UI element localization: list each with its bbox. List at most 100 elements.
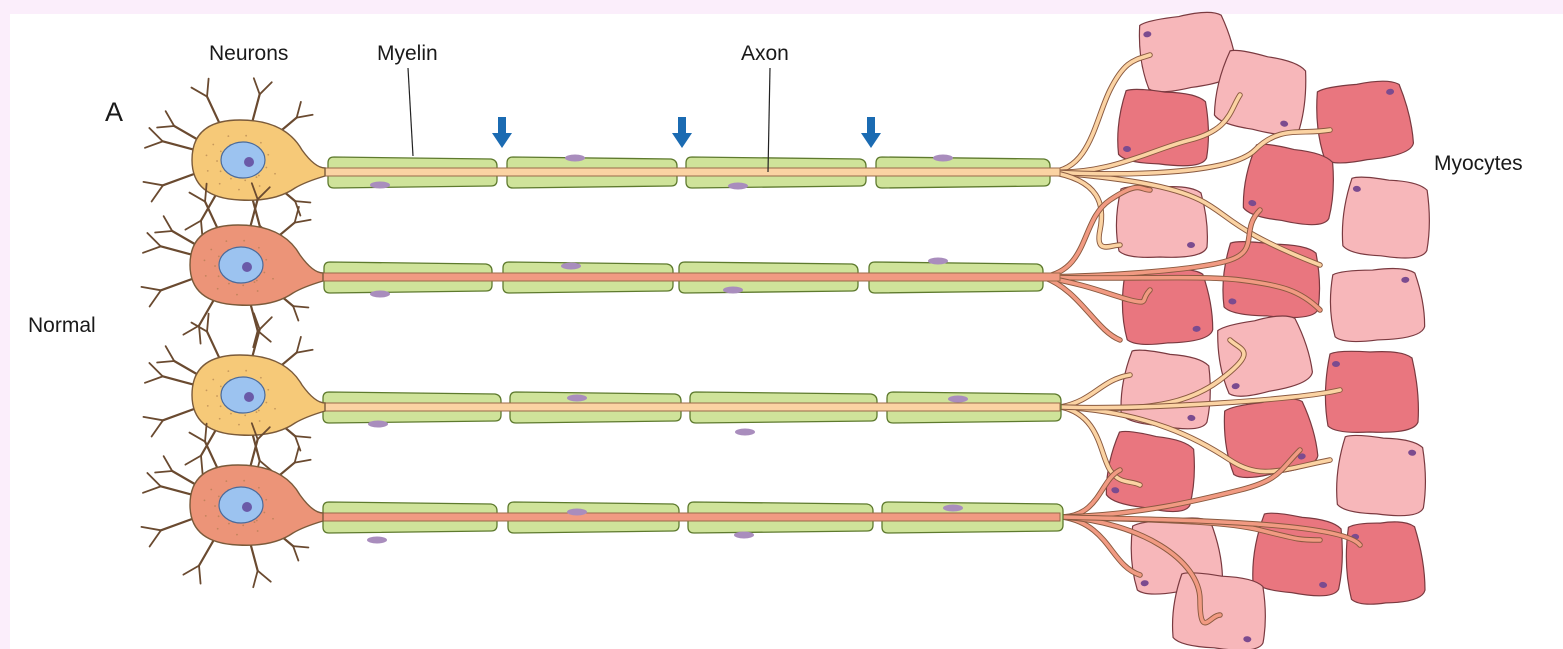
dendrite-branch: [150, 290, 161, 306]
dendrite-branch: [295, 220, 311, 223]
myocyte: [1211, 47, 1314, 139]
dendrite-branch: [145, 141, 163, 147]
schwann-nucleus: [734, 532, 754, 539]
dendrite-branch: [189, 193, 205, 202]
dendrite-branch: [293, 546, 308, 547]
soma-texture-dot: [230, 413, 232, 415]
soma-texture-dot: [256, 176, 258, 178]
soma-texture-dot: [265, 167, 267, 169]
soma-texture-dot: [220, 170, 222, 172]
soma-texture-dot: [204, 259, 206, 261]
soma-texture-dot: [256, 280, 258, 282]
soma-texture-dot: [244, 179, 246, 181]
soma-texture-dot: [212, 144, 214, 146]
dendrite-branch: [183, 566, 199, 575]
dendrite-branch: [166, 346, 175, 361]
node-of-ranvier-arrow: [861, 117, 881, 148]
neuron-nucleus: [221, 377, 265, 413]
myocyte: [1170, 571, 1270, 649]
dendrite-branch: [152, 185, 163, 201]
myocyte-body: [1211, 47, 1314, 139]
dendrite-branch: [199, 566, 201, 584]
soma-texture-dot: [218, 275, 220, 277]
dendrite-branch: [293, 546, 298, 560]
myocyte: [1312, 77, 1415, 166]
soma-texture-dot: [214, 505, 216, 507]
dendrite-branch: [191, 88, 207, 97]
dendrite-branch: [253, 571, 257, 588]
axon-row: [315, 258, 1060, 298]
schwann-nucleus: [370, 182, 390, 189]
dendrite-branch: [143, 246, 161, 252]
dendrite-branch: [258, 571, 271, 582]
soma-texture-dot: [225, 480, 227, 482]
schwann-nucleus: [561, 263, 581, 270]
schwann-nucleus: [948, 396, 968, 403]
soma-texture-dot: [258, 487, 260, 489]
dendrite-branch: [164, 216, 173, 231]
soma-texture-dot: [219, 183, 221, 185]
node-of-ranvier-arrow: [672, 117, 692, 148]
dendrite-branch: [295, 201, 310, 202]
dendrite-branch: [297, 350, 313, 353]
soma-texture-dot: [216, 395, 218, 397]
soma-texture-dot: [259, 185, 261, 187]
soma-texture-dot: [265, 402, 267, 404]
soma-texture-dot: [254, 281, 256, 283]
soma-texture-dot: [228, 283, 230, 285]
soma-texture-dot: [258, 247, 260, 249]
schwann-nucleus: [367, 537, 387, 544]
soma-texture-dot: [204, 499, 206, 501]
soma-texture-dot: [206, 389, 208, 391]
soma-texture-dot: [274, 408, 276, 410]
soma-texture-dot: [274, 173, 276, 175]
panel-letter: A: [105, 97, 123, 128]
soma-texture-dot: [259, 420, 261, 422]
schwann-nucleus: [368, 421, 388, 428]
neuron: [141, 423, 323, 587]
normal-label: Normal: [28, 314, 96, 338]
schwann-nucleus: [933, 155, 953, 162]
dendrite-branch: [152, 420, 163, 436]
soma-texture-dot: [238, 424, 240, 426]
dendrite-branch: [157, 126, 174, 127]
soma-texture-dot: [227, 370, 229, 372]
soma-texture-dot: [260, 377, 262, 379]
dendrite-branch: [201, 456, 203, 474]
dendrite-branch: [164, 456, 173, 471]
soma-texture-dot: [217, 288, 219, 290]
dendrite-branch: [295, 447, 299, 463]
soma-texture-dot: [245, 370, 247, 372]
dendrite-branch: [295, 207, 299, 223]
soma-texture-dot: [228, 523, 230, 525]
soma-texture-dot: [220, 405, 222, 407]
soma-texture-dot: [218, 255, 220, 257]
myocyte: [1115, 88, 1212, 169]
myocytes-label: Myocytes: [1434, 152, 1523, 176]
soma-texture-dot: [230, 178, 232, 180]
dendrite-branch: [155, 471, 172, 472]
myocyte-body: [1334, 434, 1429, 519]
soma-texture-dot: [258, 175, 260, 177]
soma-texture-dot: [217, 528, 219, 530]
dendrite-branch: [205, 424, 207, 442]
soma-texture-dot: [244, 414, 246, 416]
dendrite-branch: [293, 306, 298, 320]
myocyte-body: [1170, 571, 1270, 649]
myocyte: [1334, 434, 1429, 519]
soma-texture-dot: [256, 520, 258, 522]
myocyte-body: [1344, 520, 1426, 606]
neuron-nucleus: [219, 487, 263, 523]
axon-row: [315, 502, 1063, 544]
soma-texture-dot: [243, 240, 245, 242]
axon-core: [315, 168, 1060, 176]
soma-texture-dot: [260, 142, 262, 144]
myocyte: [1328, 266, 1426, 343]
soma-texture-dot: [263, 272, 265, 274]
schwann-nucleus: [735, 429, 755, 436]
dendrite-branch: [149, 128, 162, 141]
neuron-nucleolus: [244, 157, 254, 167]
soma-texture-dot: [216, 160, 218, 162]
dendrite-branch: [207, 79, 209, 97]
soma-texture-dot: [205, 275, 207, 277]
